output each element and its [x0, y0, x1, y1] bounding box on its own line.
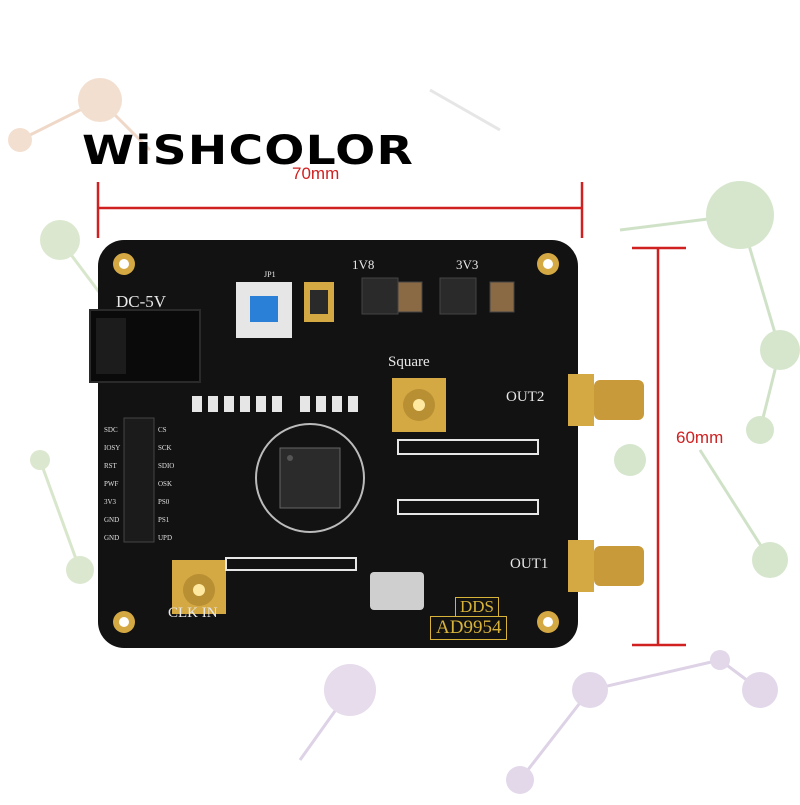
jumper-label: JP1: [264, 270, 276, 279]
header-left-pin: 3V3: [104, 498, 117, 506]
header-left-pin: GND: [104, 534, 120, 542]
dds-main-ic: [255, 423, 365, 533]
header-right-pin: UPD: [158, 534, 173, 542]
mounting-holes: [113, 253, 559, 633]
clk-in-label: CLK IN: [168, 605, 218, 621]
passive-components: [192, 396, 539, 571]
out1-label: OUT1: [510, 556, 549, 572]
pin-header: [123, 417, 155, 543]
header-left-pin: SDC: [104, 426, 118, 434]
chip-label: AD9954: [430, 616, 508, 640]
regulator-3v3-label: 3V3: [456, 257, 479, 272]
header-left-pin: GND: [104, 516, 120, 524]
header-right-pin: OSK: [158, 480, 173, 488]
dc-power-jack: [89, 309, 201, 383]
sma-square-connector: [392, 378, 446, 432]
header-left-pin: PWF: [104, 480, 119, 488]
header-right-pin: SCK: [158, 444, 172, 452]
width-dimension-line: [96, 182, 584, 238]
regulator-1v8-label: 1V8: [352, 257, 375, 272]
header-right-pin: PS1: [158, 516, 170, 524]
regulators: [361, 277, 515, 315]
power-label: DC-5V: [116, 292, 167, 311]
out2-label: OUT2: [506, 389, 545, 405]
header-right-pin: SDIO: [158, 462, 175, 470]
pcb-board: [98, 240, 578, 648]
series-label: DDS: [455, 597, 500, 617]
height-dimension-label: 60mm: [676, 428, 724, 447]
sma-out1-connector: [568, 540, 644, 592]
height-dimension-line: [632, 246, 686, 647]
brand-logo: WiSHCOLOR: [82, 128, 414, 174]
crystal-oscillator: [370, 572, 424, 610]
header-left-pin: IOSY: [104, 444, 121, 452]
header-right-pin: CS: [158, 426, 167, 434]
jp1-switch: [236, 282, 334, 338]
background-nodes: [8, 78, 800, 794]
square-label: Square: [388, 354, 430, 370]
header-right-pin: PS0: [158, 498, 170, 506]
sma-out2-connector: [568, 374, 644, 426]
width-dimension-label: 70mm: [292, 164, 340, 183]
sma-clk-connector: [172, 560, 226, 614]
header-left-pin: RST: [104, 462, 117, 470]
